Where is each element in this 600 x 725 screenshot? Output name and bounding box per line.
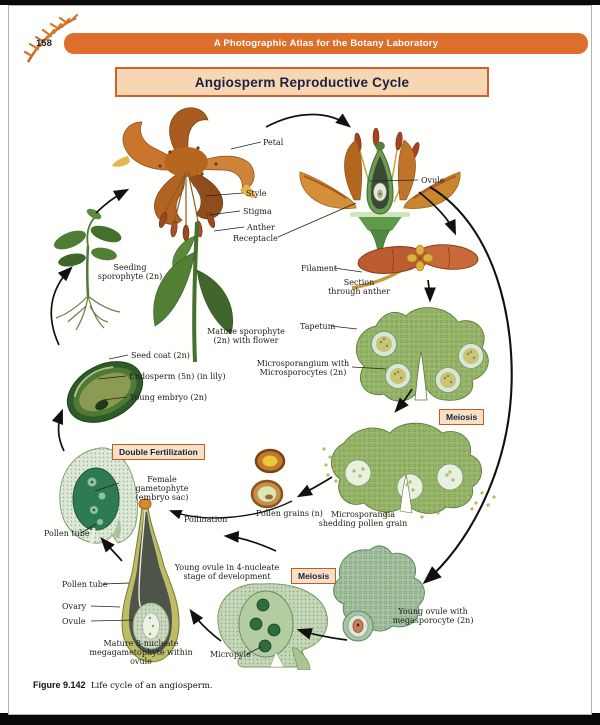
- seed-illustration: [66, 361, 144, 423]
- receptacle-label: Receptacle: [233, 234, 278, 243]
- meiosis-box-2: Meiosis: [291, 568, 337, 584]
- figure-number: Figure 9.142: [33, 680, 86, 690]
- seed-coat-label: Seed coat (2n): [131, 351, 190, 360]
- female-gametophyte-illustration: [59, 447, 138, 545]
- scan-edge-bottom: [0, 713, 600, 725]
- pollen-tube-label-1: Pollen tube: [44, 529, 90, 538]
- receptacle-shape: [357, 215, 403, 231]
- tapetum-label: Tapetum: [300, 322, 336, 331]
- young-ovule-4nucleate-label: Young ovule in 4-nucleate stage of devel…: [174, 563, 280, 582]
- young-embryo-label: Young embryo (2n): [130, 393, 207, 402]
- petal-label: Petal: [263, 138, 284, 147]
- micropyle-opening: [269, 651, 285, 668]
- ovary-label: Ovary: [62, 602, 87, 611]
- caption-text: Life cycle of an angiosperm.: [90, 681, 213, 691]
- pistil-with-ovule: [366, 141, 394, 215]
- figure-caption: Figure 9.142 Life cycle of an angiosperm…: [33, 680, 213, 691]
- shedding-microsporangia-illustration: [322, 422, 496, 519]
- lily-stamens: [163, 171, 211, 226]
- double-fertilization-box: Double Fertilization: [112, 444, 205, 460]
- seedling-sporophyte-illustration: [53, 208, 122, 331]
- lily-petals: [112, 107, 256, 225]
- diagram-title: Angiosperm Reproductive Cycle: [115, 67, 489, 97]
- anther-label: Anther: [247, 223, 275, 232]
- pollen-grains-label: Pollen grains (n): [256, 509, 323, 518]
- mature-8nucleate-label: Mature 8-nucleate megagametophyte within…: [89, 639, 193, 667]
- embryo-shape: [95, 399, 109, 411]
- four-nuclei: [249, 598, 281, 653]
- banner-title: A Photographic Atlas for the Botany Labo…: [64, 33, 588, 54]
- microsporangium-label: Microsporangium with Microsporocytes (2n…: [256, 359, 350, 378]
- scan-edge-top: [0, 0, 600, 5]
- pollination-label: Pollination: [184, 515, 228, 524]
- young-ovule-megasporocyte-illustration: [333, 545, 425, 642]
- page-number: 158: [36, 38, 52, 49]
- seedling-roots: [55, 295, 121, 331]
- style-label: Style: [246, 189, 267, 198]
- mature-sporophyte-label: Mature sporophyte (2n) with flower: [207, 327, 285, 346]
- mature-sporophyte-illustration: [153, 222, 233, 362]
- meiosis-box-1: Meiosis: [439, 409, 485, 425]
- stigma-tip: [138, 498, 152, 510]
- microsporangium-illustration: [355, 307, 489, 402]
- fern-logo-icon: [23, 13, 79, 63]
- pistil-ovary-illustration: [121, 498, 180, 663]
- microsporangia-shedding-label: Microsporangia shedding pollen grain: [318, 510, 408, 529]
- lily-flower-illustration: [112, 107, 256, 242]
- endosperm-label: Endosperm (5n) (in lily): [129, 372, 226, 381]
- section-through-anther-label: Section through anther: [328, 278, 390, 297]
- ovule-label-2: Ovule: [62, 617, 86, 626]
- young-ovule-megasporocyte-label: Young ovule with megasporocyte (2n): [392, 607, 474, 626]
- megagametophyte-sac: [142, 612, 160, 640]
- lily-anthers: [158, 212, 216, 242]
- young-ovule-4-nucleate-illustration: [217, 583, 328, 670]
- female-gametophyte-label: Female gametophyte (embryo sac): [135, 475, 189, 503]
- funiculus-stalk: [291, 647, 311, 670]
- ovule-label: Ovule: [421, 176, 445, 185]
- seeding-sporophyte-label: Seeding sporophyte (2n): [97, 263, 163, 282]
- pollen-tube-label-2: Pollen tube: [62, 580, 108, 589]
- filament-label: Filament: [301, 264, 338, 273]
- micropyle-label: Micropyle: [210, 650, 251, 659]
- stigma-label: Stigma: [243, 207, 272, 216]
